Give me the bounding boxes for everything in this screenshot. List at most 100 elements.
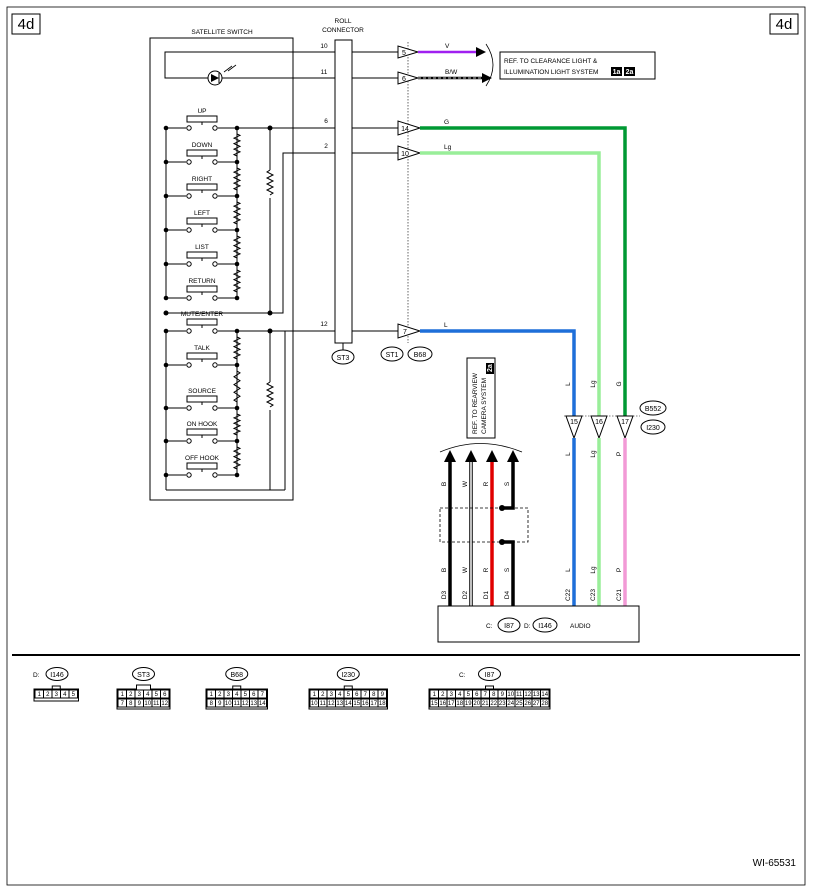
legend-pin: 8	[129, 701, 133, 707]
page-label-left: 4d	[18, 16, 35, 33]
switch-button-up: UP	[163, 108, 240, 131]
ref-rearview-tag: 2a	[487, 364, 494, 372]
camera-wires	[439, 450, 529, 606]
legend-pin: 18	[456, 701, 463, 707]
cam-wire-w: W	[462, 480, 469, 487]
roll-connector-body	[334, 39, 353, 344]
legend-pin: 5	[347, 692, 351, 698]
terminals: 5 6 14 10 7	[397, 45, 422, 339]
legend-pin: 9	[501, 692, 505, 698]
legend-pin: 6	[163, 692, 167, 698]
audio-wire-p: P	[616, 568, 623, 572]
cam-wire-b: B	[441, 482, 448, 486]
satellite-switch-title: SATELLITE SWITCH	[191, 29, 253, 36]
lower-wire-l: L	[565, 452, 572, 456]
legend-pin: 6	[475, 692, 479, 698]
resistor	[232, 201, 242, 225]
switch-button-list: LIST	[163, 244, 240, 267]
legend-pin: 5	[244, 692, 248, 698]
connector-tag-i230	[640, 419, 666, 435]
wire-bw-label: B/W	[445, 69, 458, 76]
page-label-box-left	[11, 13, 41, 35]
legend-pin: 1	[38, 692, 42, 698]
switch-button-label: DOWN	[192, 142, 213, 149]
legend-name: I146	[50, 672, 64, 679]
resistor	[232, 336, 242, 360]
resistor	[232, 269, 242, 293]
legend-pin: 8	[210, 701, 214, 707]
legend-pin: 11	[153, 701, 160, 707]
legend-pin: 15	[353, 701, 360, 707]
legend-pin: 4	[338, 692, 342, 698]
roll-pin-2: 2	[324, 143, 328, 150]
wire-g-label: G	[444, 119, 449, 126]
roll-pin-12: 12	[320, 321, 328, 328]
mid-pin-16	[590, 415, 608, 440]
legend-pin: 16	[362, 701, 369, 707]
legend-pin: 1	[433, 692, 437, 698]
legend-pin: 27	[533, 701, 540, 707]
mid-pin-17	[616, 415, 634, 440]
legend-pin: 13	[250, 701, 257, 707]
resistor	[232, 235, 242, 259]
legend-pin: 16	[439, 701, 446, 707]
cam-wire-s: S	[504, 481, 511, 486]
legend-pin: 5	[72, 692, 76, 698]
legend-pin: 23	[499, 701, 506, 707]
roll-pin-6: 6	[324, 118, 328, 125]
legend-name: ST3	[137, 672, 150, 679]
terminal-10	[397, 145, 422, 161]
satellite-switch-box	[149, 37, 294, 501]
legend-pin: 14	[259, 701, 266, 707]
legend-pin: 24	[507, 701, 514, 707]
legend-pin: 17	[370, 701, 377, 707]
cam-wire-r-lower: R	[483, 567, 490, 572]
legend-pin: 5	[155, 692, 159, 698]
legend-pin: 7	[484, 692, 488, 698]
audio-pin-c22: C22	[565, 589, 572, 601]
lower-wire-p: P	[616, 452, 623, 456]
switch-button-label: UP	[197, 108, 206, 115]
terminal-5	[397, 45, 420, 59]
switch-button-right: RIGHT	[163, 176, 240, 199]
switch-button-source: SOURCE	[163, 388, 240, 411]
cam-wire-s-lower: S	[504, 567, 511, 572]
legend-pin: 12	[242, 701, 249, 707]
terminal-14-label: 14	[401, 126, 409, 133]
wire-blue	[420, 329, 576, 416]
legend-pin: 14	[345, 701, 352, 707]
switch-button-label: TALK	[194, 345, 210, 352]
resistor	[232, 133, 242, 157]
terminal-5-label: 5	[402, 50, 406, 57]
ref-clearance-line1: REF. TO CLEARANCE LIGHT &	[504, 58, 598, 65]
legend-prefix: D:	[33, 672, 40, 679]
legend-pin: 2	[46, 692, 50, 698]
ref-rearview-line1: REF. TO REARVIEW	[472, 372, 479, 434]
cam-wire-b-lower: B	[441, 568, 448, 572]
legend-pin: 1	[210, 692, 214, 698]
legend-pin: 3	[450, 692, 454, 698]
switch-button-left: LEFT	[163, 210, 240, 233]
wire-v-label: V	[445, 43, 450, 50]
legend-pin: 2	[218, 692, 222, 698]
legend-pin: 10	[507, 692, 514, 698]
mid-pin-17-label: 17	[621, 419, 629, 426]
legend-name: I230	[341, 672, 355, 679]
legend-pin: 22	[490, 701, 497, 707]
wire-light-green	[420, 151, 601, 416]
legend-pin: 25	[516, 701, 523, 707]
legend-pin: 11	[234, 701, 241, 707]
legend-pin: 4	[146, 692, 150, 698]
satellite-switch: SATELLITE SWITCH UPDOWNRIGHTLEFTLISTRETU…	[149, 29, 335, 501]
wire-l-label: L	[444, 322, 448, 329]
connector-tag-st3	[331, 349, 355, 365]
mid-pin-15-label: 15	[570, 419, 578, 426]
connector-tag-b552-label: B552	[645, 406, 661, 413]
legend-pin: 2	[321, 692, 325, 698]
legend-pin: 1	[313, 692, 317, 698]
switch-button-on-hook: ON HOOK	[163, 421, 240, 444]
audio-pin-d1: D1	[483, 590, 490, 599]
legend-pin: 12	[524, 692, 531, 698]
